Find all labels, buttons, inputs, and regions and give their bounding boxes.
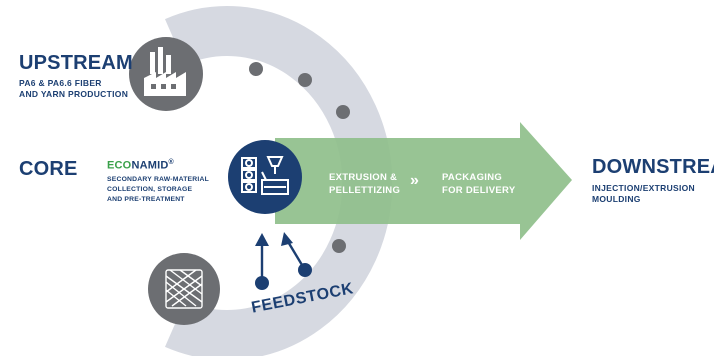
registered-mark: ® — [168, 159, 174, 166]
extrusion-machine-icon — [228, 140, 302, 214]
econamid-desc-line1: SECONDARY RAW-MATERIAL — [107, 176, 209, 183]
extrusion-label-line1: EXTRUSION & — [329, 172, 398, 183]
upstream-desc-line2: AND YARN PRODUCTION — [19, 89, 129, 99]
feedstock-arrows — [255, 232, 312, 290]
econamid-desc-line2: COLLECTION, STORAGE — [107, 186, 193, 193]
econamid-brand-blue: NAMID — [131, 159, 169, 172]
downstream-desc-line2: MOULDING — [592, 194, 641, 204]
chevron-right-icon: » — [410, 172, 419, 189]
upstream-desc-line1: PA6 & PA6.6 FIBER — [19, 78, 102, 88]
downstream-desc-line1: INJECTION/EXTRUSION — [592, 183, 695, 193]
core-title: CORE — [19, 158, 78, 180]
yarn-spool-icon — [148, 253, 220, 325]
ring-dot — [249, 62, 263, 76]
process-arrow — [275, 122, 572, 240]
extrusion-label-line2: PELLETTIZING — [329, 185, 401, 196]
factory-icon — [129, 37, 203, 111]
downstream-title: DOWNSTREAM — [592, 156, 714, 178]
econamid-brand-green: ECO — [107, 159, 132, 172]
ring-dot — [336, 105, 350, 119]
econamid-desc-line3: AND PRE-TREATMENT — [107, 196, 185, 203]
upstream-title: UPSTREAM — [19, 52, 133, 74]
packaging-label-line2: FOR DELIVERY — [442, 185, 516, 196]
ring-dot — [332, 239, 346, 253]
econamid-title: ECONAMID® — [107, 159, 174, 172]
ring-dot — [298, 73, 312, 87]
packaging-label-line1: PACKAGING — [442, 172, 503, 183]
